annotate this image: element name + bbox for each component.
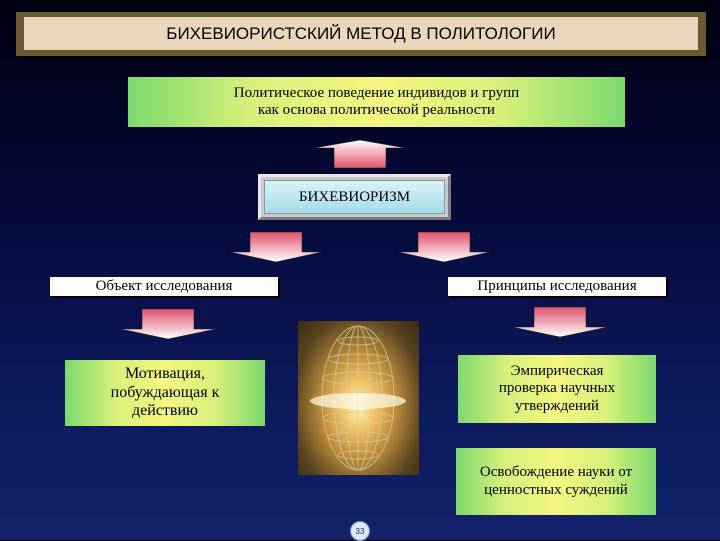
page-number-badge: 33 — [350, 521, 370, 541]
arrow-down-left-icon — [230, 232, 322, 262]
motivation-line2: побуждающая к — [110, 383, 220, 401]
empirical-verification-box: Эмпирическая проверка научных утверждени… — [458, 355, 656, 423]
wireframe-globe-image — [298, 321, 419, 475]
political-behavior-line1: Политическое поведение индивидов и групп — [233, 84, 520, 101]
behaviorism-box: БИХЕВИОРИЗМ — [258, 174, 451, 220]
arrow-down-right-icon — [398, 232, 490, 262]
arrow-down-principles-icon — [512, 307, 608, 337]
empirical-line1: Эмпирическая — [510, 363, 604, 380]
empirical-line3: утверждений — [515, 397, 599, 414]
motivation-line3: действию — [132, 402, 198, 420]
research-object-label: Объект исследования — [50, 277, 278, 296]
behaviorism-label: БИХЕВИОРИЗМ — [264, 180, 445, 214]
political-behavior-box: Политическое поведение индивидов и групп… — [128, 77, 625, 127]
page-title: БИХЕВИОРИСТСКИЙ МЕТОД В ПОЛИТОЛОГИИ — [24, 17, 698, 50]
motivation-box: Мотивация, побуждающая к действию — [65, 360, 265, 426]
research-principles-label: Принципы исследования — [448, 277, 666, 296]
arrow-down-object-icon — [120, 309, 216, 339]
freedom-line1: Освобождение науки от — [479, 464, 633, 481]
globe-wireframe-icon — [310, 325, 406, 471]
empirical-line2: проверка научных — [498, 380, 616, 397]
title-banner: БИХЕВИОРИСТСКИЙ МЕТОД В ПОЛИТОЛОГИИ — [16, 12, 706, 56]
political-behavior-line2: как основа политической реальности — [257, 102, 496, 118]
freedom-line2: ценностных суждений — [484, 481, 628, 498]
value-free-science-box: Освобождение науки от ценностных суждени… — [456, 448, 656, 515]
motivation-line1: Мотивация, — [124, 365, 206, 383]
arrow-up-icon — [314, 140, 406, 168]
